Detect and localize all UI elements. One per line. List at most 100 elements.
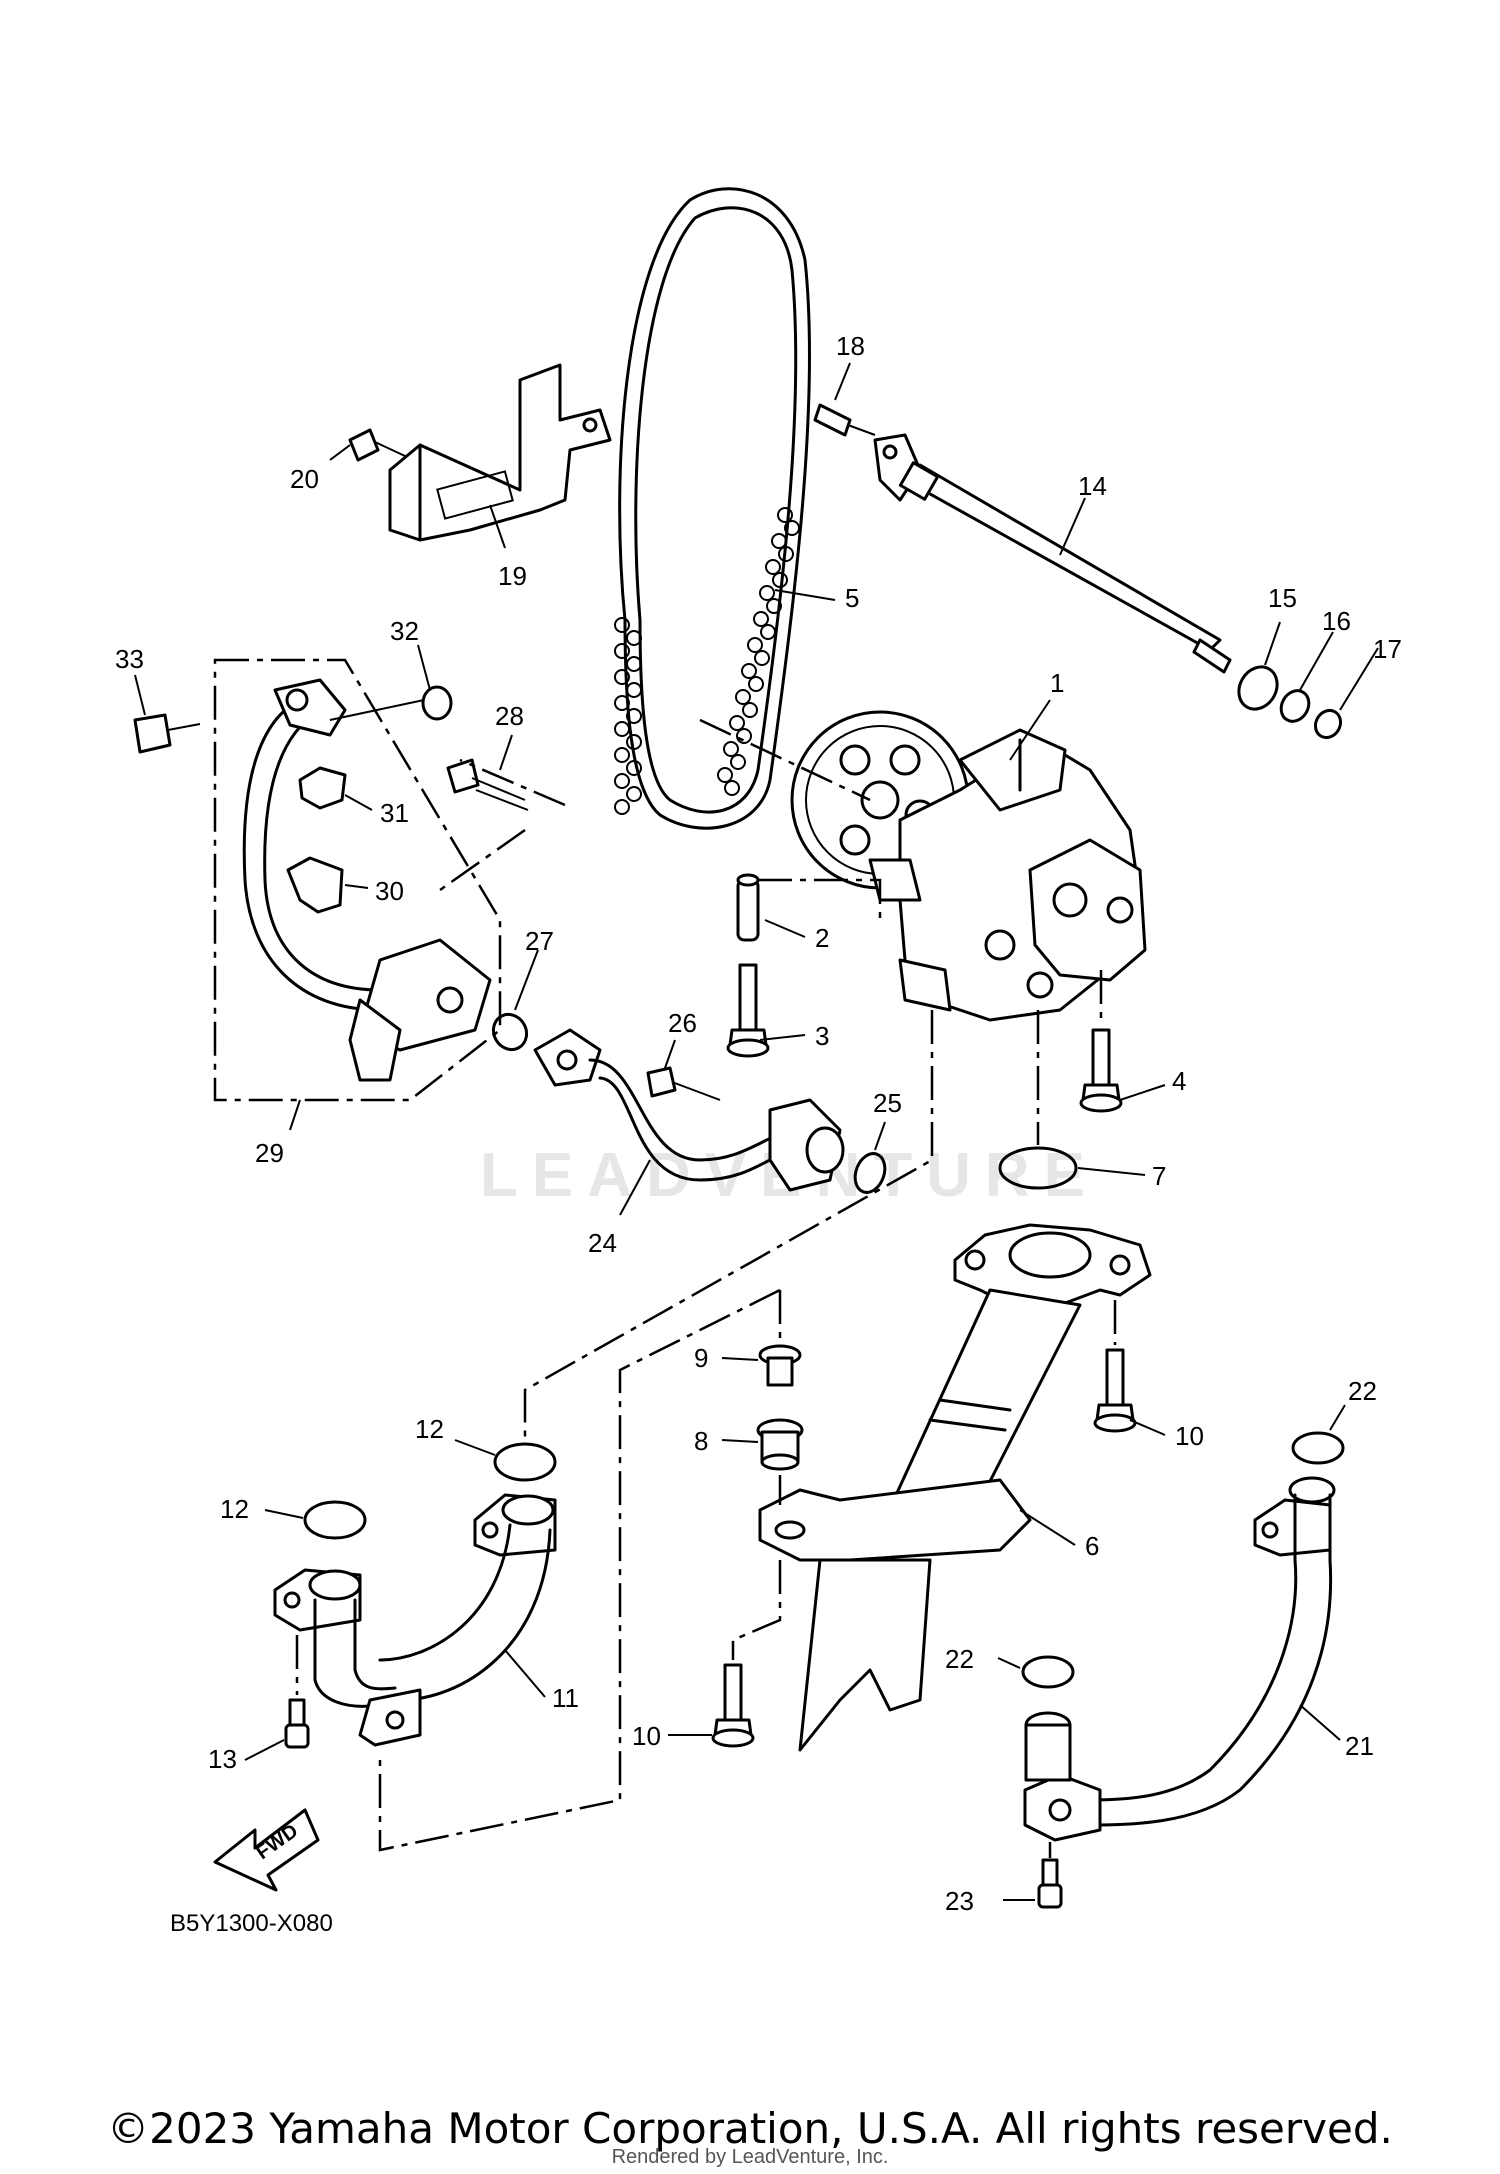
washer-16 [1279, 689, 1311, 723]
chain-link [626, 630, 642, 646]
callout-27: 27 [525, 926, 554, 956]
washer-27 [491, 1012, 529, 1052]
chain-link [730, 754, 746, 770]
dowel-pin [736, 873, 760, 942]
leader-lines [134, 362, 1379, 1901]
callout-26: 26 [668, 1008, 697, 1038]
callout-20: 20 [290, 464, 319, 494]
callout-11: 11 [552, 1683, 579, 1713]
washer-15 [1237, 665, 1279, 711]
callout-13: 13 [208, 1744, 237, 1774]
washer-32 [421, 685, 453, 721]
o-ring-12-upper [493, 1442, 557, 1482]
chain-link [729, 715, 745, 731]
callout-23: 23 [945, 1886, 974, 1916]
bolt-23 [1037, 1858, 1063, 1909]
chain-link [778, 546, 794, 562]
oil-strainer [758, 1223, 1152, 1752]
chain-link [741, 663, 757, 679]
chain-link [753, 611, 769, 627]
bolt-33 [133, 713, 201, 754]
oil-pipe-21 [1023, 1476, 1336, 1842]
callout-25: 25 [873, 1088, 902, 1118]
clamp-31 [298, 766, 347, 810]
bolt-28 [446, 758, 529, 811]
bolt-3 [726, 963, 770, 1058]
chain-link [742, 702, 758, 718]
washer-25 [853, 1152, 887, 1194]
callout-29: 29 [255, 1138, 284, 1168]
callout-1: 1 [1050, 668, 1064, 698]
chain-link [754, 650, 770, 666]
chain-link [760, 624, 776, 640]
oil-pipe-24 [533, 1028, 845, 1192]
callout-10-lower: 10 [632, 1721, 661, 1751]
callout-16: 16 [1322, 606, 1351, 636]
chain-link [724, 780, 740, 796]
chain-link [614, 643, 630, 659]
chain-link [747, 637, 763, 653]
bolt-10-lower [711, 1663, 755, 1748]
bracket [388, 363, 612, 542]
callout-19: 19 [498, 561, 527, 591]
callout-24: 24 [588, 1228, 617, 1258]
grommet-8 [756, 1418, 804, 1471]
diagram-code: B5Y1300-X080 [170, 1910, 333, 1937]
o-ring-22-lower [1021, 1655, 1075, 1689]
chain-link [614, 747, 630, 763]
callout-17: 17 [1373, 634, 1402, 664]
bolt-26 [646, 1066, 721, 1101]
chain-link [784, 520, 800, 536]
chain-link [772, 572, 788, 588]
callout-21: 21 [1345, 1731, 1374, 1761]
cam-chain [614, 187, 812, 830]
chain-link [735, 689, 751, 705]
bolt-4 [1079, 1028, 1123, 1113]
chain-link [766, 598, 782, 614]
bolt-10-upper [1093, 1348, 1137, 1433]
oil-pipe-11 [273, 1493, 557, 1747]
callout-22-upper: 22 [1348, 1376, 1377, 1406]
chain-link [771, 533, 787, 549]
callout-2: 2 [815, 923, 829, 953]
callout-30: 30 [375, 876, 404, 906]
callout-12-upper: 12 [415, 1414, 444, 1444]
chain-link [748, 676, 764, 692]
chain-link [614, 773, 630, 789]
bolt-18 [813, 403, 876, 437]
callout-12-lower: 12 [220, 1494, 249, 1524]
callout-10-upper: 10 [1175, 1421, 1204, 1451]
clamp-30 [286, 856, 344, 914]
callout-31: 31 [380, 798, 409, 828]
chain-link [614, 617, 630, 633]
washer-17 [1313, 708, 1343, 740]
o-ring-7 [998, 1146, 1078, 1190]
chain-link [626, 760, 642, 776]
callout-6: 6 [1085, 1531, 1099, 1561]
chain-link [626, 656, 642, 672]
chain-link [614, 799, 630, 815]
bolt-20 [348, 428, 406, 462]
o-ring-22-upper [1291, 1431, 1345, 1465]
callout-3: 3 [815, 1021, 829, 1051]
chain-link [626, 734, 642, 750]
assembly-boundary [213, 658, 502, 1102]
callout-18: 18 [836, 331, 865, 361]
chain-link [614, 669, 630, 685]
forward-direction-arrow: FWD [213, 1808, 320, 1892]
callout-5: 5 [845, 583, 859, 613]
chain-link [765, 559, 781, 575]
oil-pump-assembly [790, 710, 1147, 1022]
callout-15: 15 [1268, 583, 1297, 613]
chain-link [723, 741, 739, 757]
chain-link [759, 585, 775, 601]
chain-link [614, 721, 630, 737]
callout-9: 9 [694, 1343, 708, 1373]
bolt-13 [284, 1698, 310, 1749]
callout-22-lower: 22 [945, 1644, 974, 1674]
o-ring-12-lower [303, 1500, 367, 1540]
collar-9 [758, 1344, 802, 1387]
callout-28: 28 [495, 701, 524, 731]
callout-14: 14 [1078, 471, 1107, 501]
